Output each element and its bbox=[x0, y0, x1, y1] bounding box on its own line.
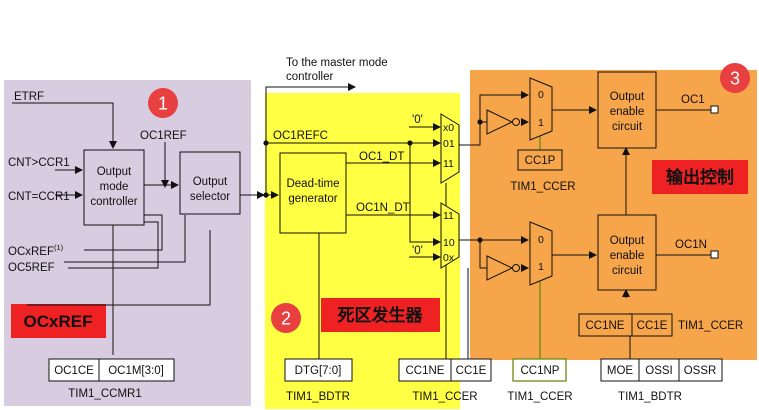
output-mux-top: x0 01 11 bbox=[440, 113, 460, 184]
output-control-tag: 输出控制 bbox=[652, 160, 748, 194]
oc1-dt-label: OC1_DT bbox=[359, 151, 404, 163]
etrf-label: ETRF bbox=[14, 91, 44, 103]
svg-text:OCxREF: OCxREF bbox=[24, 312, 93, 331]
svg-text:MOE: MOE bbox=[607, 365, 634, 377]
ccer-cc1p-register: CC1P TIM1_CCER bbox=[510, 149, 576, 193]
ccer-right-register: CC1NE CC1E TIM1_CCER bbox=[578, 313, 743, 337]
svg-text:OSSI: OSSI bbox=[645, 365, 672, 377]
svg-text:1: 1 bbox=[538, 261, 544, 273]
oc1refc-label: OC1REFC bbox=[273, 130, 328, 142]
cnt-eq-ccr1-label: CNT=CCR1 bbox=[8, 191, 70, 203]
svg-text:输出控制: 输出控制 bbox=[666, 167, 734, 188]
svg-text:TIM1_CCER: TIM1_CCER bbox=[507, 391, 572, 403]
svg-text:controller: controller bbox=[90, 196, 137, 208]
svg-text:Dead-time: Dead-time bbox=[286, 178, 339, 190]
svg-text:x0: x0 bbox=[443, 122, 454, 134]
deadtime-tag: 死区发生器 bbox=[321, 298, 440, 332]
svg-text:Output: Output bbox=[97, 166, 132, 178]
svg-text:OSSR: OSSR bbox=[684, 365, 717, 377]
ccmr1-register: OC1CE OC1M[3:0] TIM1_CCMR1 bbox=[48, 358, 175, 400]
cnt-gt-ccr1-label: CNT>CCR1 bbox=[8, 157, 70, 169]
oc1n-dt-label: OC1N_DT bbox=[356, 202, 410, 214]
svg-text:Output: Output bbox=[193, 176, 228, 188]
region-badge-1: 1 bbox=[148, 88, 178, 118]
svg-text:circuit: circuit bbox=[612, 265, 643, 277]
svg-text:0x: 0x bbox=[443, 252, 455, 264]
output-selector: Output selector bbox=[179, 151, 241, 215]
svg-text:01: 01 bbox=[443, 138, 455, 150]
svg-text:11: 11 bbox=[443, 210, 454, 222]
svg-text:CC1NE: CC1NE bbox=[406, 365, 445, 377]
svg-text:3: 3 bbox=[730, 69, 740, 89]
bdtr-dtg-register: DTG[7:0] TIM1_BDTR bbox=[284, 358, 353, 403]
oc1n-output-label: OC1N bbox=[675, 239, 707, 251]
oc1-output-label: OC1 bbox=[681, 94, 705, 106]
region3-wires bbox=[459, 91, 711, 359]
svg-text:TIM1_CCER: TIM1_CCER bbox=[412, 391, 477, 403]
bdtr-output-register: MOE OSSI OSSR TIM1_BDTR bbox=[600, 358, 723, 403]
svg-text:1: 1 bbox=[158, 94, 168, 114]
polarity-mux-top: 0 1 bbox=[529, 77, 553, 141]
svg-text:selector: selector bbox=[190, 191, 230, 203]
junction-dot-5 bbox=[477, 237, 483, 243]
svg-text:CC1P: CC1P bbox=[525, 155, 556, 167]
junction-dot-4 bbox=[477, 119, 483, 125]
svg-text:OC1CE: OC1CE bbox=[54, 365, 94, 377]
output-mode-controller: Output mode controller bbox=[83, 149, 145, 226]
output-enable-circuit-top: Output enable circuit bbox=[597, 71, 657, 149]
zero-label-bottom: '0' bbox=[412, 245, 423, 257]
svg-text:CC1NP: CC1NP bbox=[521, 365, 560, 377]
ocxref-input-label: OCxREF(1) bbox=[8, 243, 64, 258]
ccer-cc1np-register: CC1NP TIM1_CCER bbox=[507, 358, 573, 403]
svg-text:enable: enable bbox=[610, 106, 645, 118]
svg-text:TIM1_CCMR1: TIM1_CCMR1 bbox=[68, 388, 141, 400]
svg-text:Output: Output bbox=[610, 235, 645, 247]
svg-text:0: 0 bbox=[538, 234, 544, 246]
svg-text:10: 10 bbox=[443, 237, 455, 249]
oc1-pin bbox=[710, 105, 719, 114]
svg-text:2: 2 bbox=[281, 309, 291, 329]
region-badge-2: 2 bbox=[271, 303, 301, 333]
polarity-mux-bottom: 0 1 bbox=[529, 221, 553, 286]
svg-text:TIM1_CCER: TIM1_CCER bbox=[510, 181, 575, 193]
region-badge-3: 3 bbox=[720, 63, 750, 93]
ccer-mid-register: CC1NE CC1E TIM1_CCER bbox=[398, 358, 492, 403]
dead-time-generator: Dead-time generator bbox=[279, 152, 347, 234]
svg-text:generator: generator bbox=[288, 193, 337, 205]
svg-text:CC1E: CC1E bbox=[637, 320, 668, 332]
output-enable-circuit-bottom: Output enable circuit bbox=[597, 214, 657, 291]
oc1n-pin bbox=[710, 250, 719, 259]
ocxref-region bbox=[4, 80, 251, 406]
deadtime-region bbox=[265, 93, 460, 409]
svg-text:DTG[7:0]: DTG[7:0] bbox=[295, 365, 342, 377]
svg-text:TIM1_CCER: TIM1_CCER bbox=[678, 320, 743, 332]
svg-text:0: 0 bbox=[538, 89, 544, 101]
svg-text:CC1E: CC1E bbox=[456, 365, 487, 377]
oc1ref-label: OC1REF bbox=[140, 130, 187, 142]
svg-text:mode: mode bbox=[100, 181, 129, 193]
inverter-top bbox=[486, 109, 520, 135]
output-mux-bottom: 11 10 0x bbox=[440, 202, 460, 269]
svg-text:Output: Output bbox=[610, 91, 645, 103]
svg-text:circuit: circuit bbox=[612, 121, 643, 133]
master-mode-label-line2: controller bbox=[286, 71, 333, 83]
svg-text:TIM1_BDTR: TIM1_BDTR bbox=[618, 391, 682, 403]
svg-text:OC1M[3:0]: OC1M[3:0] bbox=[108, 365, 164, 377]
svg-text:11: 11 bbox=[443, 158, 454, 170]
junction-dot-2 bbox=[263, 192, 269, 198]
junction-dot-1 bbox=[263, 140, 269, 146]
master-mode-label-line1: To the master mode bbox=[286, 57, 388, 69]
svg-text:1: 1 bbox=[538, 117, 544, 129]
svg-text:死区发生器: 死区发生器 bbox=[338, 305, 424, 326]
zero-label-top: '0' bbox=[412, 114, 423, 126]
ocxref-tag: OCxREF bbox=[11, 304, 106, 338]
inverter-bottom bbox=[486, 255, 520, 281]
oc5ref-input-label: OC5REF bbox=[8, 262, 55, 274]
svg-text:TIM1_BDTR: TIM1_BDTR bbox=[286, 391, 350, 403]
junction-dot-3 bbox=[407, 140, 413, 146]
region1-wires bbox=[12, 102, 265, 355]
svg-text:enable: enable bbox=[610, 250, 645, 262]
svg-text:CC1NE: CC1NE bbox=[586, 320, 625, 332]
